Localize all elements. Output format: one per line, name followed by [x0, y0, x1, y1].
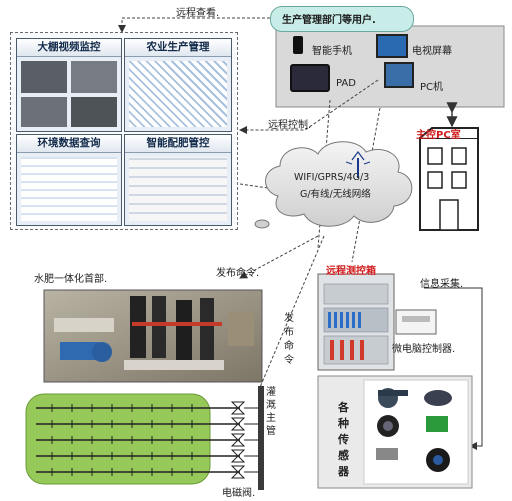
publish-command-vertical: 发布命令	[284, 313, 294, 366]
remote-view-label: 远程查看.	[176, 8, 220, 19]
panel-agri-management[interactable]: 农业生产管理	[124, 38, 232, 132]
tv-icon	[376, 34, 408, 58]
info-collect-label: 信息采集.	[420, 279, 464, 290]
photo-machinery	[54, 296, 254, 370]
valve-icons	[230, 401, 246, 479]
pc-label: PC机	[420, 82, 444, 93]
tv-label: 电视屏幕	[412, 46, 452, 57]
panel-greenhouse-title: 大棚视频监控	[17, 39, 121, 57]
users-to-box-line	[351, 107, 381, 263]
water-fert-label: 水肥一体化首部.	[34, 274, 108, 285]
main-pc-room-label: 主控PC室	[416, 130, 461, 141]
cloud-to-valve-line	[257, 235, 325, 393]
info-collect-arrow	[424, 287, 483, 450]
users-bubble	[270, 6, 414, 32]
network-label-line1: WIFI/GPRS/4G/3	[294, 172, 370, 183]
pad-label: PAD	[336, 78, 356, 89]
smartphone-icon	[293, 36, 303, 54]
remote-control-label: 远程控制.	[268, 120, 312, 131]
main-pipe	[258, 386, 264, 490]
building-icon	[419, 127, 479, 231]
users-label: 生产管理部门等用户.	[282, 15, 376, 26]
smartphone-label: 智能手机	[312, 46, 352, 57]
drip-emitters	[51, 404, 193, 476]
sensors-label: 各种传感器	[338, 401, 349, 478]
panel-greenhouse-monitor[interactable]: 大棚视频监控	[16, 38, 122, 132]
remote-control-arrow	[239, 79, 379, 134]
panel-agri-title: 农业生产管理	[125, 39, 231, 57]
network-label-line2: G/有线/无线网络	[300, 189, 371, 200]
remote-box-label: 远程测控箱	[326, 266, 376, 277]
remote-view-arrow	[118, 17, 270, 33]
sensor-images	[376, 388, 452, 472]
cloud-bubble	[254, 219, 270, 229]
panel-env-query[interactable]: 环境数据查询	[16, 134, 122, 226]
panel-cloud-line	[239, 183, 269, 189]
field-area	[25, 393, 211, 485]
publish-command-label: 发布命令.	[216, 268, 260, 279]
valve-label: 电磁阀.	[222, 488, 256, 499]
panel-env-title: 环境数据查询	[17, 135, 121, 153]
main-pipe-label: 灌溉主管	[266, 387, 276, 437]
panel-fertilizer-title: 智能配肥管控	[125, 135, 231, 153]
panel-fertilizer-control[interactable]: 智能配肥管控	[124, 134, 232, 226]
drip-lines	[36, 407, 240, 473]
pad-icon	[290, 64, 330, 92]
network-cloud	[265, 141, 413, 227]
pc-icon	[384, 62, 414, 88]
pc-controller-label: 微电脑控制器.	[392, 344, 456, 355]
